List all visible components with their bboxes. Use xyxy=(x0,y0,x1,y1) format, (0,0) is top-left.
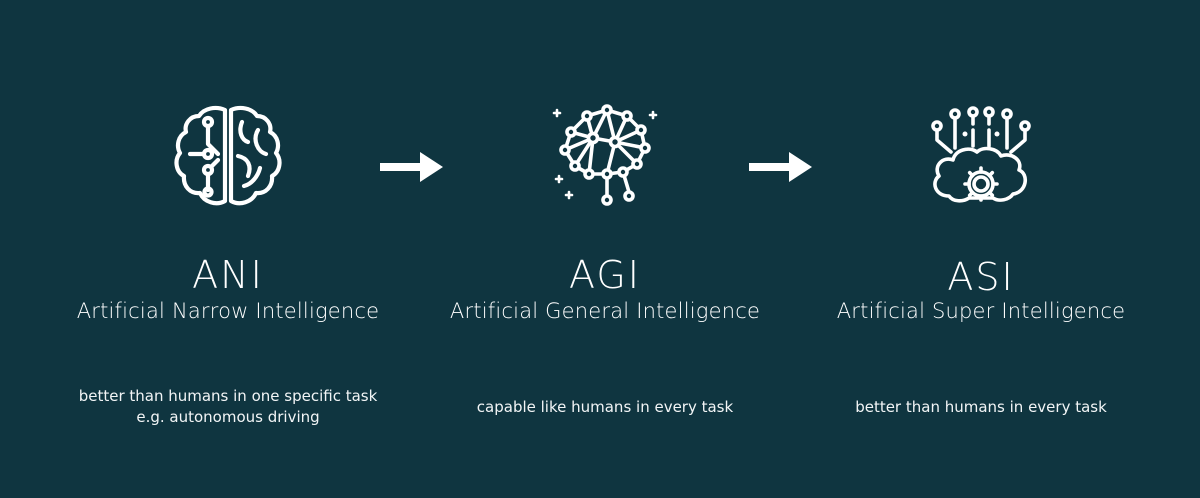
arrow-right-icon xyxy=(380,150,444,184)
brain-gear-circuit-icon xyxy=(921,100,1041,220)
description-line: capable like humans in every task xyxy=(476,398,734,416)
stage-name: Artificial General Intelligence xyxy=(449,299,761,323)
stage-asi: ASI Artificial Super Intelligence better… xyxy=(811,0,1151,498)
stage-description: capable like humans in every task xyxy=(435,397,775,418)
stage-description: better than humans in every task xyxy=(811,397,1151,418)
stage-acronym: AGI xyxy=(569,253,641,297)
arrow-right-icon xyxy=(749,150,813,184)
stage-acronym: ANI xyxy=(192,253,264,297)
description-line: better than humans in one specific task xyxy=(78,387,378,405)
description-line: e.g. autonomous driving xyxy=(136,408,320,426)
stage-ani: ANI Artificial Narrow Intelligence bette… xyxy=(58,0,398,498)
stage-name: Artificial Narrow Intelligence xyxy=(76,299,380,323)
neural-network-brain-icon xyxy=(545,96,665,216)
stage-name: Artificial Super Intelligence xyxy=(836,299,1126,323)
brain-circuit-icon xyxy=(168,100,288,220)
description-line: better than humans in every task xyxy=(855,398,1107,416)
stage-description: better than humans in one specific task … xyxy=(58,386,398,428)
stage-acronym: ASI xyxy=(947,255,1015,299)
stage-agi: AGI Artificial General Intelligence capa… xyxy=(435,0,775,498)
